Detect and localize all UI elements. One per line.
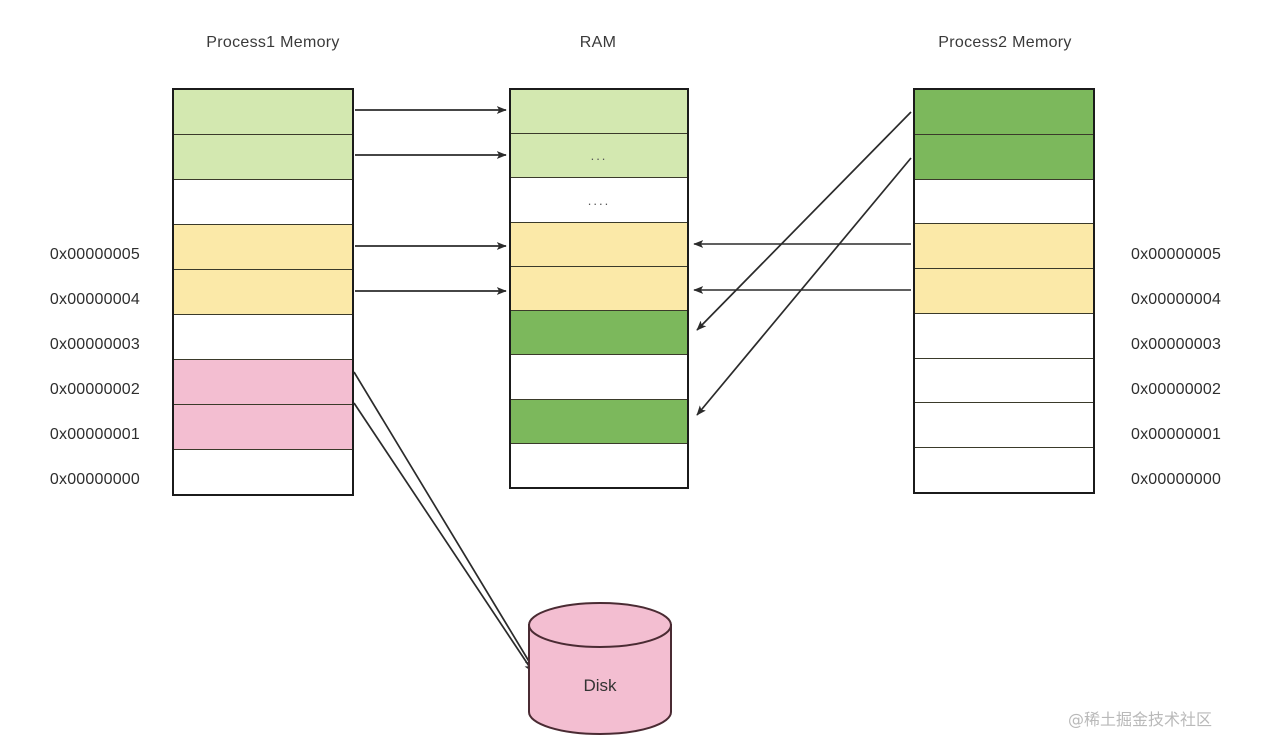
ram-memory-cell-1: ... — [511, 134, 687, 179]
process1-memory-cell-4 — [174, 270, 352, 315]
ram-memory-cell-4 — [511, 266, 687, 312]
process2-memory-cell-0 — [915, 90, 1093, 135]
left-address-list: 0x00000005 0x00000004 0x00000003 0x00000002… — [0, 232, 140, 502]
ram-memory-cell-6 — [511, 355, 687, 400]
arrow-p2-row0-to-ram-row5 — [696, 111, 912, 331]
ram-memory-column: ....... — [509, 88, 689, 489]
process1-memory-cell-7 — [174, 405, 352, 450]
process1-memory-cell-8 — [174, 450, 352, 494]
right-address-label-4: 0x00000001 — [1131, 425, 1222, 443]
process2-memory-cell-7 — [915, 403, 1093, 449]
ram-memory-cell-2: .... — [511, 178, 687, 223]
ram-memory-cell-0 — [511, 90, 687, 135]
ram-column-title: RAM — [579, 34, 617, 51]
disk-label: Disk — [583, 676, 617, 695]
right-address-list: 0x00000005 0x00000004 0x00000003 0x00000002… — [1131, 232, 1261, 502]
right-address-label-1: 0x00000004 — [1131, 290, 1222, 308]
arrow-p2-row1-to-ram-row7 — [696, 157, 912, 416]
ram-memory-cell-3 — [511, 222, 687, 267]
disk-cylinder — [528, 602, 672, 735]
process2-memory-cell-6 — [915, 358, 1093, 404]
process2-memory-cell-2 — [915, 179, 1093, 225]
process1-memory-cell-1 — [174, 135, 352, 180]
arrow-p1-row7-to-disk — [353, 402, 534, 673]
process1-memory-cell-6 — [174, 360, 352, 405]
left-address-label-0: 0x00000005 — [49, 245, 140, 263]
process1-memory-cell-0 — [174, 90, 352, 135]
process2-memory-cell-5 — [915, 313, 1093, 359]
process1-memory-column — [172, 88, 354, 496]
arrow-p1-row6-to-disk — [353, 371, 534, 669]
right-address-label-3: 0x00000002 — [1131, 380, 1222, 398]
right-address-label-5: 0x00000000 — [1131, 470, 1222, 488]
watermark-text: @稀土掘金技术社区 — [1068, 710, 1213, 729]
left-address-label-2: 0x00000003 — [49, 335, 140, 353]
process2-memory-cell-3 — [915, 224, 1093, 270]
process1-memory-cell-3 — [174, 225, 352, 270]
right-address-label-0: 0x00000005 — [1131, 245, 1222, 263]
process2-memory-cell-1 — [915, 134, 1093, 180]
ram-memory-cell-8 — [511, 443, 687, 487]
left-address-label-1: 0x00000004 — [49, 290, 140, 308]
process1-memory-cell-2 — [174, 180, 352, 225]
left-address-label-5: 0x00000000 — [49, 470, 140, 488]
process2-memory-cell-8 — [915, 448, 1093, 493]
ram-memory-cell-5 — [511, 311, 687, 356]
process2-memory-cell-4 — [915, 269, 1093, 314]
process2-memory-column — [913, 88, 1095, 494]
process1-memory-cell-5 — [174, 315, 352, 360]
right-address-label-2: 0x00000003 — [1131, 335, 1222, 353]
process1-column-title: Process1 Memory — [206, 34, 340, 51]
ram-memory-cell-7 — [511, 399, 687, 444]
left-address-label-4: 0x00000001 — [49, 425, 140, 443]
process2-column-title: Process2 Memory — [938, 34, 1072, 51]
left-address-label-3: 0x00000002 — [49, 380, 140, 398]
